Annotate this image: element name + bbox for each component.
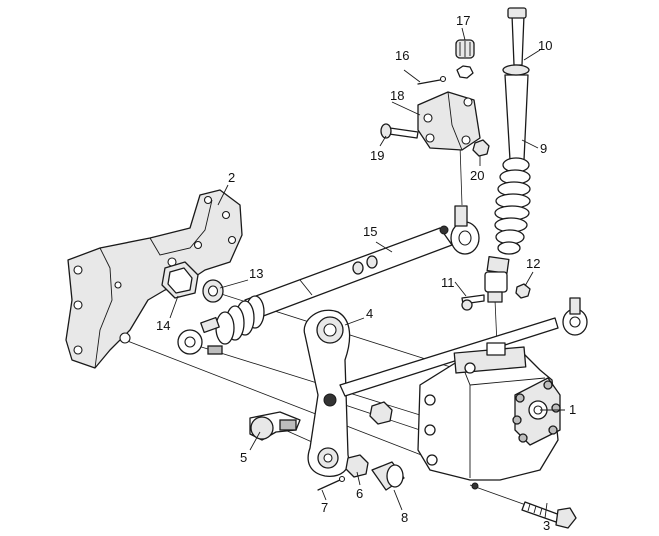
callout-20: 20 xyxy=(470,168,484,183)
steering-damper xyxy=(177,205,480,355)
cotter-pin-16 xyxy=(417,75,447,85)
callout-7: 7 xyxy=(321,500,328,515)
callout-2: 2 xyxy=(228,170,235,185)
callout-13: 13 xyxy=(249,266,263,281)
small-nut-12 xyxy=(515,283,531,299)
callout-8: 8 xyxy=(401,510,408,525)
bracket-bolt-19 xyxy=(380,123,419,139)
pitman-arm xyxy=(303,309,351,477)
washer xyxy=(202,279,224,303)
callout-11: 11 xyxy=(441,275,455,290)
callout-18: 18 xyxy=(390,88,404,103)
large-castle-nut xyxy=(161,261,199,299)
callout-17: 17 xyxy=(456,13,470,28)
mounting-bolt xyxy=(521,501,577,529)
callout-9: 9 xyxy=(540,141,547,156)
callout-6: 6 xyxy=(356,486,363,501)
callout-4: 4 xyxy=(366,306,373,321)
callout-5: 5 xyxy=(240,450,247,465)
callout-15: 15 xyxy=(363,224,377,239)
callout-3: 3 xyxy=(543,518,550,533)
small-bolt-11 xyxy=(461,294,485,311)
column-ring xyxy=(502,64,530,76)
callout-labels: 1 2 3 4 5 6 7 8 9 10 11 12 13 14 15 16 1… xyxy=(156,13,576,533)
steering-column xyxy=(484,7,531,303)
steering-gearbox xyxy=(417,342,561,490)
leader-lines xyxy=(169,27,565,519)
callout-12: 12 xyxy=(526,256,540,271)
bracket-nut-20 xyxy=(472,139,490,157)
callout-19: 19 xyxy=(370,148,384,163)
callout-1: 1 xyxy=(569,402,576,417)
callout-14: 14 xyxy=(156,318,170,333)
drag-link xyxy=(339,297,588,397)
cap xyxy=(371,461,405,491)
cotter-pin xyxy=(317,475,346,491)
castle-nut-small xyxy=(345,401,393,478)
callout-10: 10 xyxy=(538,38,552,53)
frame-bracket xyxy=(65,189,243,369)
damper-cap-17 xyxy=(455,39,475,79)
damper-bracket xyxy=(417,91,481,151)
callout-16: 16 xyxy=(395,48,409,63)
tie-rod-end xyxy=(249,411,301,441)
